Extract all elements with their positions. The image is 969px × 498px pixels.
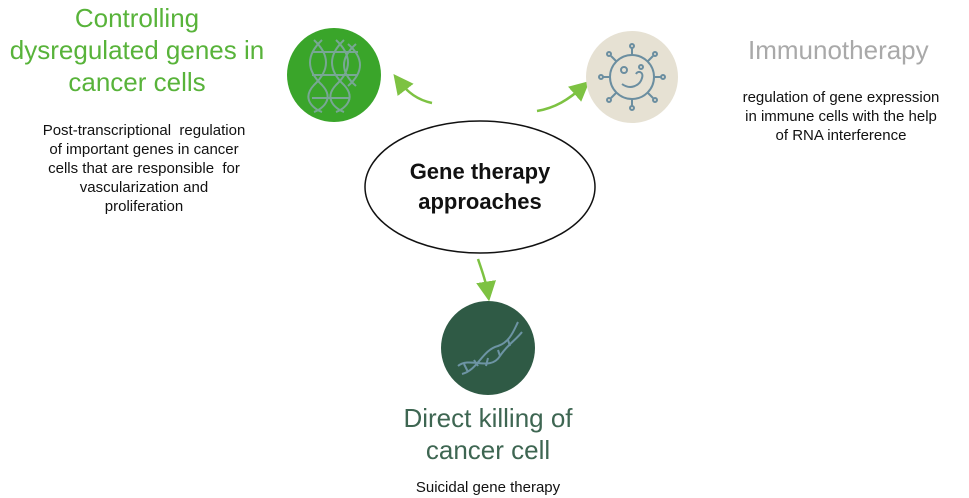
controlling-desc-line5: proliferation [104, 198, 184, 215]
immunotherapy-circle [586, 31, 678, 123]
dna-helix-icon [307, 39, 361, 113]
controlling-title-line1: Controlling [74, 3, 200, 33]
controlling-circle [287, 28, 381, 122]
immunotherapy-desc-line3: of RNA interference [775, 127, 907, 144]
center-label-line1: Gene therapy [409, 159, 551, 184]
controlling-title-line2: dysregulated genes in [9, 35, 265, 65]
controlling-desc-line3: cells that are responsible for [48, 160, 240, 177]
center-label: Gene therapy approaches [380, 157, 580, 217]
direct-killing-title: Direct killing of cancer cell [368, 402, 608, 466]
arrow-to-immunotherapy [536, 81, 590, 113]
direct-killing-circle [441, 301, 535, 395]
center-ellipse [364, 120, 596, 254]
controlling-title: Controlling dysregulated genes in cancer… [0, 2, 274, 98]
direct-killing-title-line1: Direct killing of [403, 403, 573, 433]
controlling-description: Post-transcriptional regulation of impor… [12, 121, 276, 216]
immunotherapy-description: regulation of gene expression in immune … [716, 88, 966, 145]
controlling-desc-line1: Post-transcriptional regulation [42, 122, 246, 139]
arrow-to-controlling [393, 74, 433, 105]
controlling-desc-line2: of important genes in cancer [49, 141, 239, 158]
center-label-line2: approaches [418, 189, 542, 214]
dna-strand-icon [457, 321, 523, 375]
direct-killing-title-line2: cancer cell [425, 435, 551, 465]
immunotherapy-desc-line2: in immune cells with the help [745, 108, 937, 125]
direct-killing-description: Suicidal gene therapy [415, 479, 561, 496]
immunotherapy-title: Immunotherapy [748, 35, 929, 65]
arrow-to-direct-killing [476, 258, 496, 302]
immunotherapy-desc-line1: regulation of gene expression [742, 89, 940, 106]
immune-cell-icon [598, 43, 666, 111]
controlling-desc-line4: vascularization and [79, 179, 209, 196]
controlling-title-line3: cancer cells [68, 67, 206, 97]
